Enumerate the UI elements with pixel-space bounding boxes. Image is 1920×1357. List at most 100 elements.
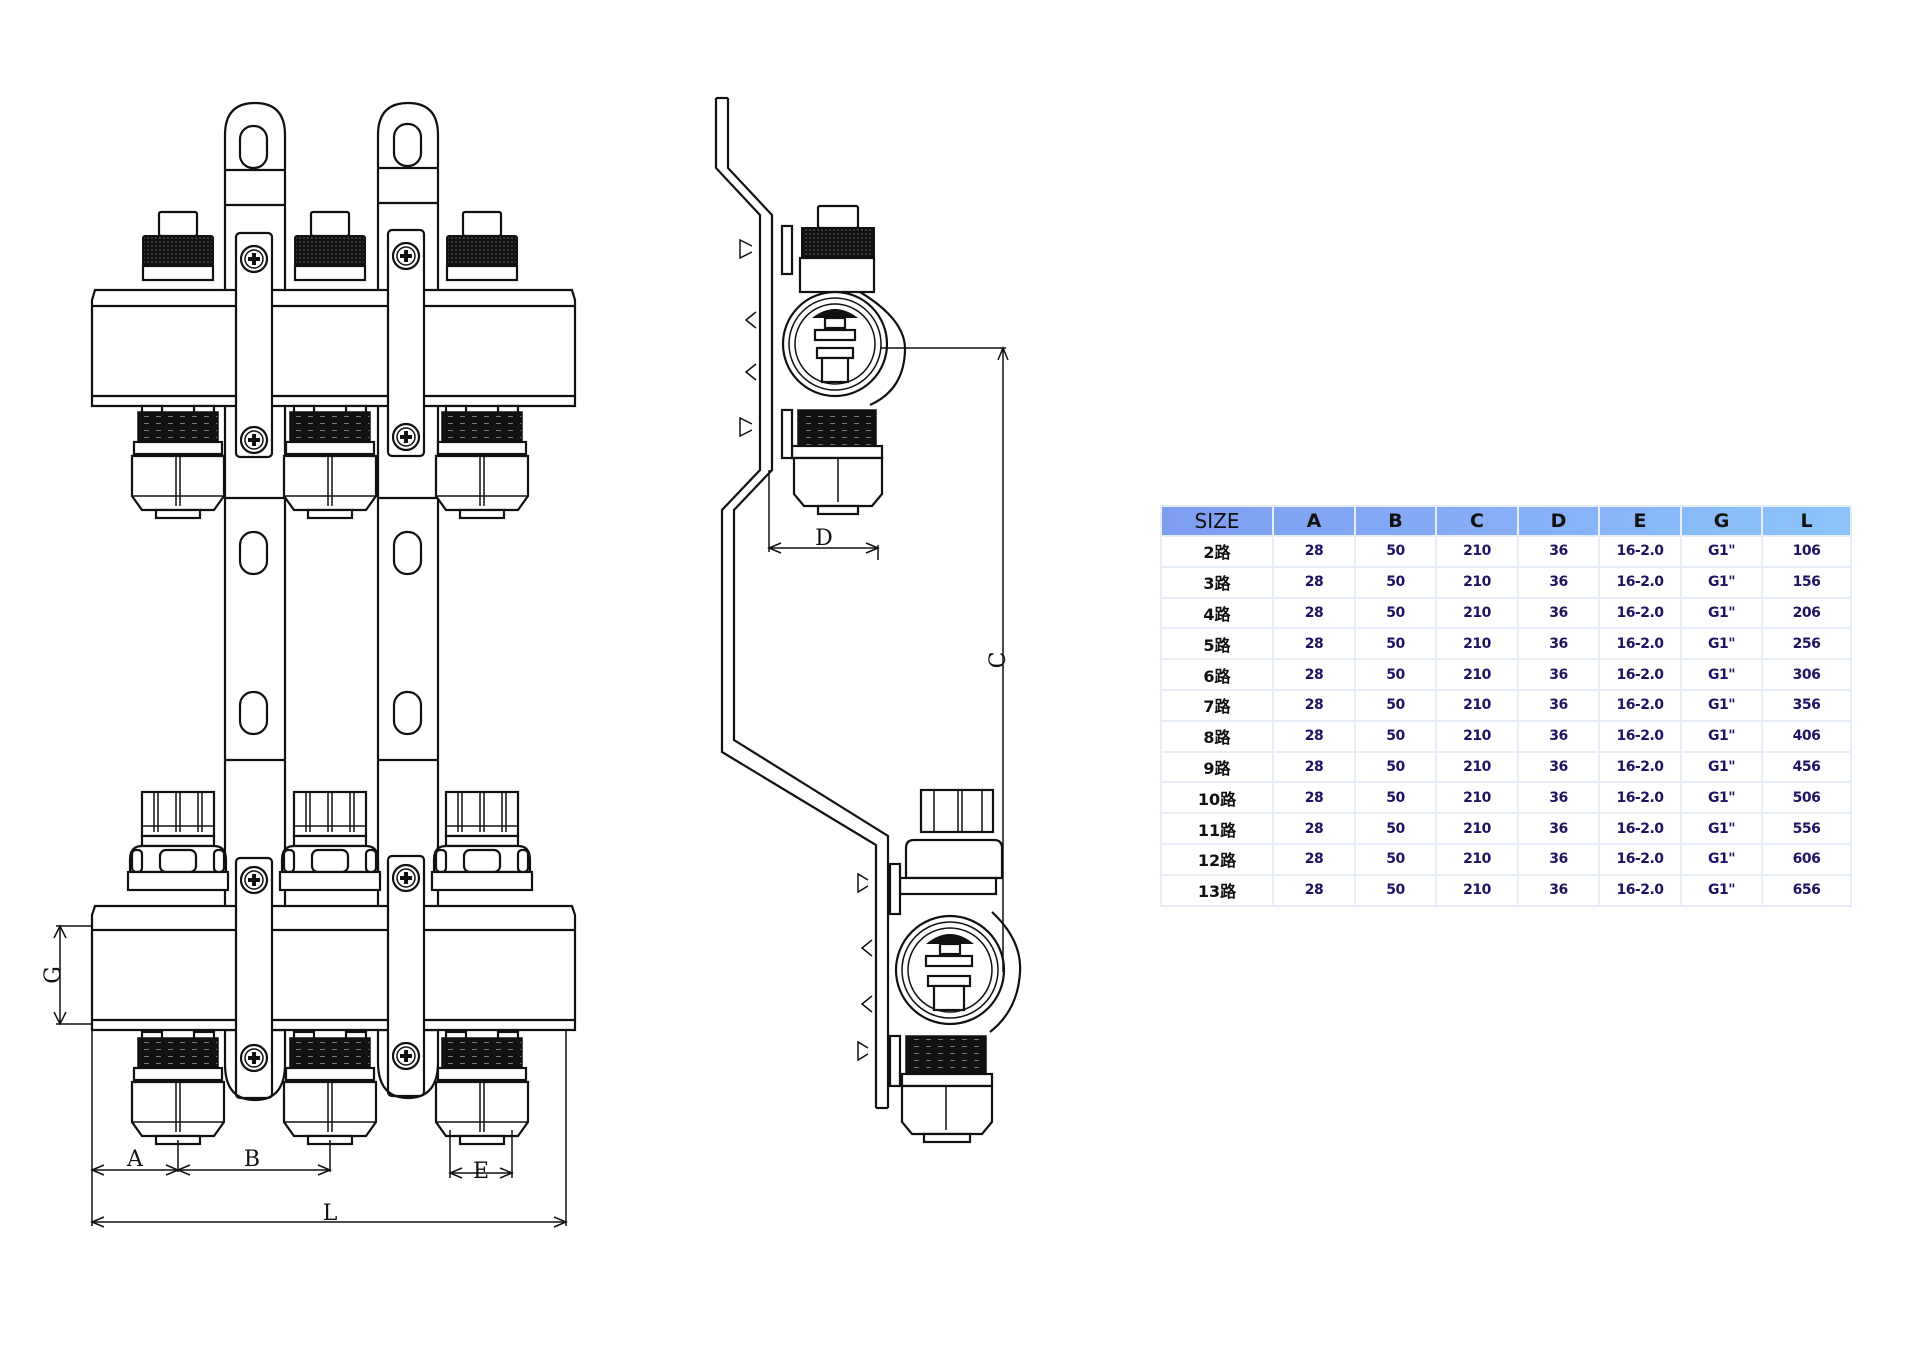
- cell-a: 28: [1272, 719, 1356, 753]
- side-view: D C: [714, 96, 1022, 1144]
- clamp: [386, 854, 426, 1098]
- header-e: E: [1598, 505, 1682, 537]
- cell-c: 210: [1435, 535, 1519, 568]
- cell-c: 210: [1435, 688, 1519, 722]
- cell-d: 36: [1517, 565, 1600, 599]
- cell-g: G1": [1680, 873, 1763, 907]
- cell-d: 36: [1517, 812, 1600, 845]
- cell-a: 28: [1272, 565, 1356, 599]
- cell-b: 50: [1354, 719, 1437, 753]
- header-c: C: [1435, 505, 1519, 537]
- cell-c: 210: [1435, 812, 1519, 845]
- cell-g: G1": [1680, 627, 1763, 661]
- dim-label-l: L: [323, 1201, 338, 1226]
- cell-g: G1": [1680, 750, 1763, 784]
- cell-c: 210: [1435, 627, 1519, 661]
- cell-size: 10路: [1160, 781, 1274, 815]
- dimension-a-b: A B: [90, 1030, 332, 1226]
- cell-a: 28: [1272, 750, 1356, 784]
- cell-b: 50: [1354, 535, 1437, 568]
- screw-icon: [391, 241, 421, 271]
- cell-l: 406: [1761, 719, 1852, 753]
- pipe-fitting: [434, 1030, 530, 1146]
- screw-icon: [239, 244, 269, 274]
- cell-size: 2路: [1160, 535, 1274, 568]
- dim-label-a: A: [126, 1147, 144, 1172]
- clamp: [386, 228, 426, 458]
- cell-e: 16-2.0: [1598, 565, 1682, 599]
- return-manifold-bar: [90, 904, 577, 1032]
- side-valve-lower: [857, 788, 1022, 1144]
- cell-e: 16-2.0: [1598, 627, 1682, 661]
- dimension-c: C: [880, 346, 1011, 972]
- cell-b: 50: [1354, 658, 1437, 691]
- cell-c: 210: [1435, 842, 1519, 876]
- dim-label-b: B: [244, 1147, 260, 1172]
- cell-b: 50: [1354, 781, 1437, 815]
- dimension-e: E: [448, 1130, 514, 1184]
- cell-b: 50: [1354, 842, 1437, 876]
- valve-cap: [141, 210, 215, 282]
- dimension-l: L: [90, 1030, 568, 1228]
- table-header-row: SIZE A B C D E G L: [1160, 505, 1852, 537]
- cell-size: 11路: [1160, 812, 1274, 845]
- cell-c: 210: [1435, 781, 1519, 815]
- cell-l: 306: [1761, 658, 1852, 691]
- screw-icon: [239, 1043, 269, 1073]
- cell-e: 16-2.0: [1598, 873, 1682, 907]
- clamp: [234, 231, 274, 459]
- cell-b: 50: [1354, 688, 1437, 722]
- valve-cap: [445, 210, 519, 282]
- dim-label-e: E: [473, 1159, 489, 1184]
- cell-size: 4路: [1160, 596, 1274, 630]
- cell-size: 13路: [1160, 873, 1274, 907]
- cell-d: 36: [1517, 658, 1600, 691]
- screw-icon: [391, 1041, 421, 1071]
- pipe-fitting: [282, 1030, 378, 1146]
- cell-size: 9路: [1160, 750, 1274, 784]
- cell-e: 16-2.0: [1598, 719, 1682, 753]
- screw-icon: [391, 863, 421, 893]
- cell-d: 36: [1517, 627, 1600, 661]
- cell-d: 36: [1517, 781, 1600, 815]
- cell-l: 556: [1761, 812, 1852, 845]
- dimension-g: G: [41, 924, 92, 1026]
- dim-label-c: C: [986, 652, 1011, 669]
- cell-e: 16-2.0: [1598, 781, 1682, 815]
- cell-b: 50: [1354, 565, 1437, 599]
- cell-a: 28: [1272, 627, 1356, 661]
- pipe-fitting: [130, 1030, 226, 1146]
- cell-size: 7路: [1160, 688, 1274, 722]
- cell-a: 28: [1272, 873, 1356, 907]
- cell-a: 28: [1272, 781, 1356, 815]
- cell-d: 36: [1517, 873, 1600, 907]
- cell-size: 12路: [1160, 842, 1274, 876]
- cell-g: G1": [1680, 535, 1763, 568]
- cell-l: 656: [1761, 873, 1852, 907]
- cell-a: 28: [1272, 535, 1356, 568]
- pipe-fitting: [130, 404, 226, 520]
- cell-g: G1": [1680, 812, 1763, 845]
- screw-icon: [239, 425, 269, 455]
- cell-e: 16-2.0: [1598, 812, 1682, 845]
- cell-l: 106: [1761, 535, 1852, 568]
- cell-g: G1": [1680, 719, 1763, 753]
- cell-c: 210: [1435, 750, 1519, 784]
- cell-e: 16-2.0: [1598, 596, 1682, 630]
- cell-b: 50: [1354, 627, 1437, 661]
- cell-g: G1": [1680, 781, 1763, 815]
- cell-d: 36: [1517, 750, 1600, 784]
- header-g: G: [1680, 505, 1763, 537]
- cell-a: 28: [1272, 842, 1356, 876]
- cell-d: 36: [1517, 596, 1600, 630]
- side-valve-upper: [739, 204, 907, 516]
